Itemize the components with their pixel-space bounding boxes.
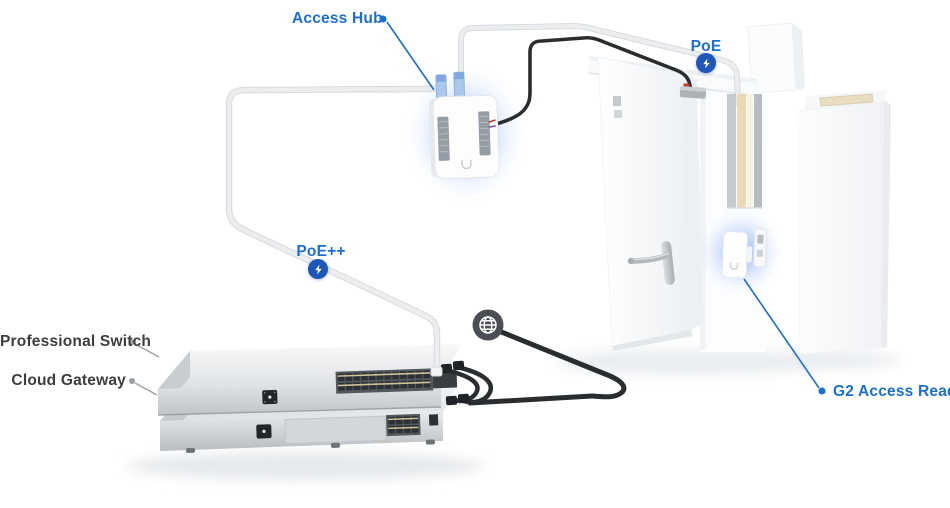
right-wall-pillar (797, 90, 891, 355)
professional-switch-label: Professional Switch (0, 333, 152, 350)
g2-reader-leader-dot (818, 387, 826, 395)
access-hub-leader-line (386, 21, 435, 91)
gateway-leader-dot (129, 378, 135, 384)
wall-cross-section (727, 94, 762, 209)
g2-access-reader-device (721, 228, 768, 279)
poe-plus-plus-label: PoE++ (296, 243, 346, 260)
poe-label: PoE (690, 38, 722, 55)
door-handle (627, 241, 675, 285)
cloud-gateway-label: Cloud Gateway (11, 372, 126, 389)
professional-switch-device (157, 344, 462, 416)
internet-globe-icon (472, 309, 504, 341)
magnetic-lock (679, 83, 707, 99)
hub-terminal-strip (437, 111, 496, 161)
wan-cable (467, 328, 627, 406)
gateway-wan-port (428, 414, 439, 426)
access-hub-device (428, 71, 500, 180)
poe-badge-icon (696, 53, 716, 73)
poe-plus-plus-badge-icon (308, 259, 328, 279)
gateway-expansion-slot (284, 415, 387, 445)
door-hinge (614, 110, 622, 118)
g2-reader-leader-line (743, 278, 820, 389)
leader-lines (129, 15, 826, 396)
g2-access-reader-label: G2 Access Reader (833, 383, 950, 400)
door (597, 56, 703, 351)
hub-logo (461, 159, 472, 170)
access-hub-leader-dot (379, 15, 387, 23)
switch-leader-line (134, 343, 160, 358)
access-hub-label: Access Hub (292, 10, 383, 27)
cable-boots (440, 360, 470, 406)
door-lock-cable (487, 35, 707, 128)
switch-leader-dot (129, 339, 135, 345)
ground-shadows (127, 349, 898, 480)
poe-cable (458, 22, 741, 106)
gateway-leader-line (134, 382, 158, 396)
reader-bracket (753, 228, 768, 268)
door-hinge (613, 96, 621, 106)
